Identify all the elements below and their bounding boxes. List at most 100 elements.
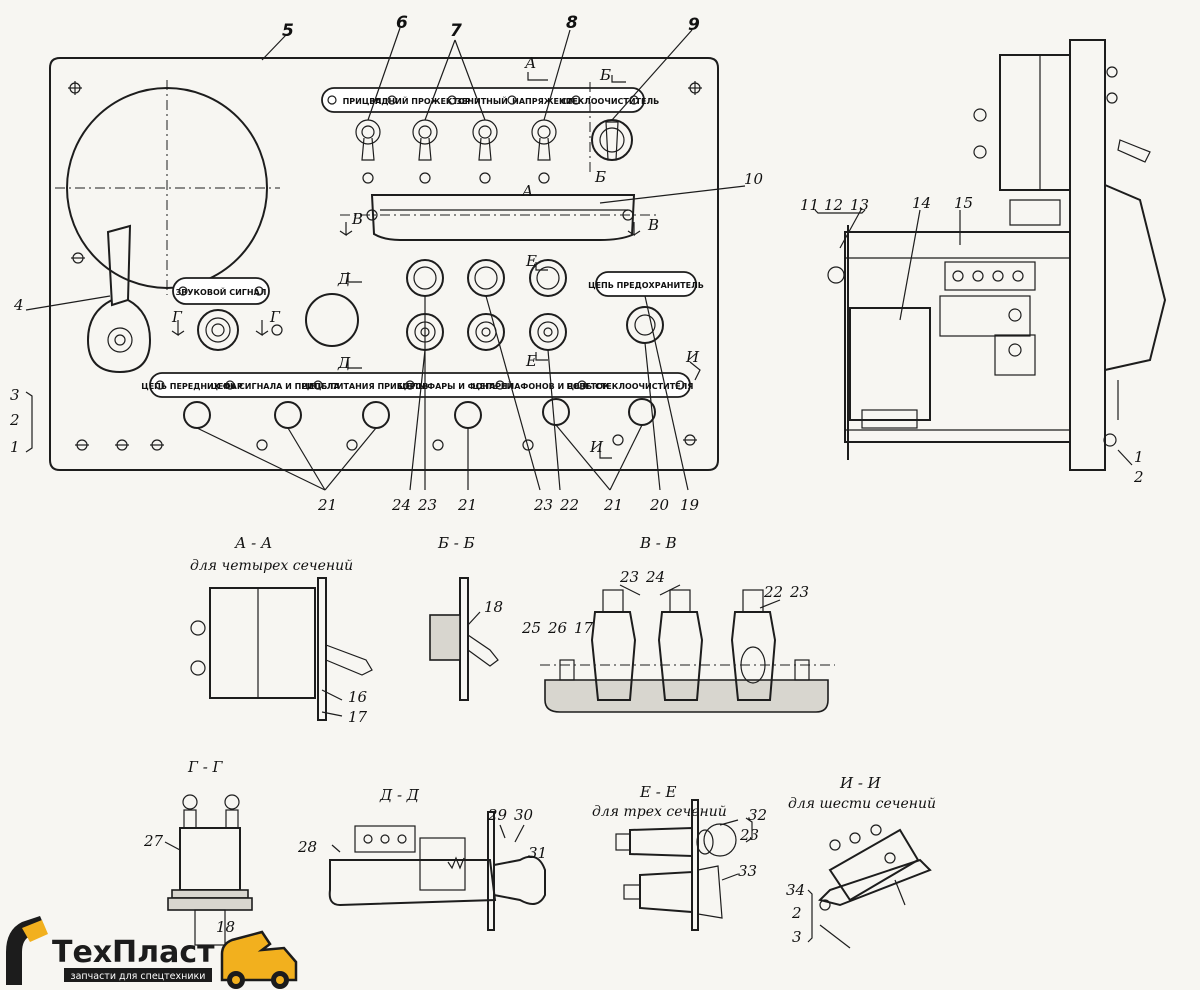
callout-32: 32: [748, 806, 767, 824]
section-vv-title: В - В: [639, 534, 677, 552]
logo-brand-part1: Тех: [52, 935, 112, 970]
callout-9: 9: [688, 15, 700, 35]
callout-23-ee: 23: [739, 826, 759, 844]
logo-tagline: запчасти для спецтехники: [71, 971, 206, 982]
callout-2-ii: 2: [791, 904, 802, 922]
callout-10: 10: [744, 170, 764, 188]
section-v-v: В - В 23 24 22 23 25 26 17: [521, 534, 835, 713]
callout-8: 8: [566, 13, 578, 33]
mark-g-left: Г: [171, 308, 183, 326]
top-plate-label-2: ЗАДНИЙ ПРОЖЕКТОР: [369, 95, 470, 106]
mark-b-bottom: Б: [594, 168, 606, 186]
brand-logo: Тех Пласт запчасти для спецтехники: [6, 916, 298, 989]
callout-5: 5: [282, 21, 294, 41]
callout-2-side: 2: [1133, 468, 1144, 486]
callout-4: 4: [13, 296, 24, 314]
callout-3-ii: 3: [792, 928, 802, 946]
callout-2: 2: [9, 411, 20, 429]
callout-24-vv: 24: [645, 568, 665, 586]
mark-v-left: В: [351, 210, 363, 228]
callout-33: 33: [738, 862, 757, 880]
bottom-plate-label-6: ЦЕПЬ СТЕКЛООЧИСТИТЕЛЯ: [567, 382, 694, 391]
callout-1-side: 1: [1134, 448, 1144, 466]
section-ii-title: И - И: [839, 774, 882, 792]
callout-21-left: 21: [317, 496, 337, 514]
callout-21-mid: 21: [457, 496, 477, 514]
callout-24: 24: [391, 496, 411, 514]
mark-a-bottom: А: [521, 182, 533, 200]
mark-v-right: В: [647, 216, 659, 234]
callout-31: 31: [528, 844, 547, 862]
fuse-plate-text: ЦЕПЬ ПРЕДОХРАНИТЕЛЬ: [588, 281, 704, 290]
callout-25: 25: [521, 619, 541, 637]
section-b-b: Б - Б 18: [429, 534, 503, 701]
callout-22-vv: 22: [763, 583, 783, 601]
callout-3: 3: [10, 386, 20, 404]
mark-i-right: И: [685, 348, 700, 366]
mark-e-top: Е: [525, 252, 537, 270]
bottom-plate-label-1: ЦЕПЬ ПЕРЕДНИХ ФАР: [141, 382, 243, 391]
top-plate-label-4: НАПРЯЖЕНИЕ: [512, 97, 578, 106]
bottom-plate-label-2: ЦЕПЬ СИГНАЛА И ПРИЦЕЛА: [210, 382, 340, 391]
mark-b-top: Б: [599, 66, 611, 84]
callout-34: 34: [786, 881, 805, 899]
side-view: 11 12 13 14 15 1 2: [800, 39, 1167, 486]
callout-18-gg: 18: [216, 918, 235, 936]
section-bb-title: Б - Б: [437, 534, 475, 552]
callout-23-vv-b: 23: [789, 583, 809, 601]
bottom-plate-label-3: ЦЕПЬ ПИТАНИЯ ПРИБОРОВ: [302, 382, 429, 391]
mark-a-top: А: [524, 54, 536, 72]
callout-19: 19: [680, 496, 700, 514]
section-ee-title: Е - Е: [639, 783, 677, 801]
section-g-g: Г - Г 27 18: [143, 758, 253, 946]
callout-21-right: 21: [603, 496, 623, 514]
bottom-plate-label-5: ЦЕПЬ ПЛАФОНОВ И РОЗЕТОК: [472, 382, 610, 391]
callout-20: 20: [649, 496, 670, 514]
callout-18-bb: 18: [484, 598, 503, 616]
mark-e-bottom: Е: [525, 352, 537, 370]
mark-d-bottom: Д: [337, 354, 351, 372]
main-panel-front-view: ЗВУКОВОЙ СИГНАЛ ПРИЦЕП ЗАДНИЙ ПРОЖЕКТОР …: [9, 13, 764, 514]
callout-22: 22: [559, 496, 579, 514]
section-aa-caption: для четырех сечений: [190, 558, 353, 574]
callout-6: 6: [396, 13, 408, 33]
section-e-e: Е - Е для трех сечений 32 23 33: [592, 783, 767, 931]
section-a-a: А - А для четырех сечений 16 17: [190, 534, 373, 726]
callout-23-a: 23: [417, 496, 437, 514]
callout-1: 1: [10, 438, 20, 456]
mark-g-right: Г: [269, 308, 281, 326]
callout-12: 12: [824, 196, 843, 214]
callout-28: 28: [297, 838, 317, 856]
callout-14: 14: [912, 194, 931, 212]
logo-brand-part2: Пласт: [112, 935, 215, 970]
top-plate-label-1: ПРИЦЕП: [343, 97, 382, 106]
callout-27: 27: [143, 832, 164, 850]
callout-29: 29: [487, 806, 508, 824]
toggle-switch-row: [355, 119, 557, 184]
top-plate-label-3: ЗЕНИТНЫЙ: [456, 95, 508, 106]
callout-15: 15: [954, 194, 973, 212]
callout-26: 26: [547, 619, 568, 637]
callout-11: 11: [800, 196, 819, 214]
mark-i-bottom: И: [589, 438, 604, 456]
section-dd-title: Д - Д: [379, 786, 420, 804]
callout-17-aa: 17: [348, 708, 368, 726]
callout-30: 30: [514, 806, 534, 824]
callout-23-b: 23: [533, 496, 553, 514]
sound-signal-plate-text: ЗВУКОВОЙ СИГНАЛ: [176, 286, 267, 297]
callout-17-vv: 17: [574, 619, 594, 637]
section-d-d: Д - Д 28 29 30 31: [297, 786, 547, 931]
top-plate-label-5: СТЕКЛООЧИСТИТЕЛЬ: [561, 97, 659, 106]
callout-7: 7: [450, 21, 462, 41]
callout-23-vv: 23: [619, 568, 639, 586]
section-aa-title: А - А: [234, 534, 272, 552]
section-ii-caption: для шести сечений: [788, 796, 936, 812]
callout-13: 13: [850, 196, 869, 214]
section-i-i: И - И для шести сечений 34 2 3: [786, 774, 936, 949]
mark-d-top: Д: [337, 270, 351, 288]
callout-16: 16: [348, 688, 368, 706]
section-gg-title: Г - Г: [187, 758, 224, 776]
section-ee-caption: для трех сечений: [592, 804, 727, 820]
